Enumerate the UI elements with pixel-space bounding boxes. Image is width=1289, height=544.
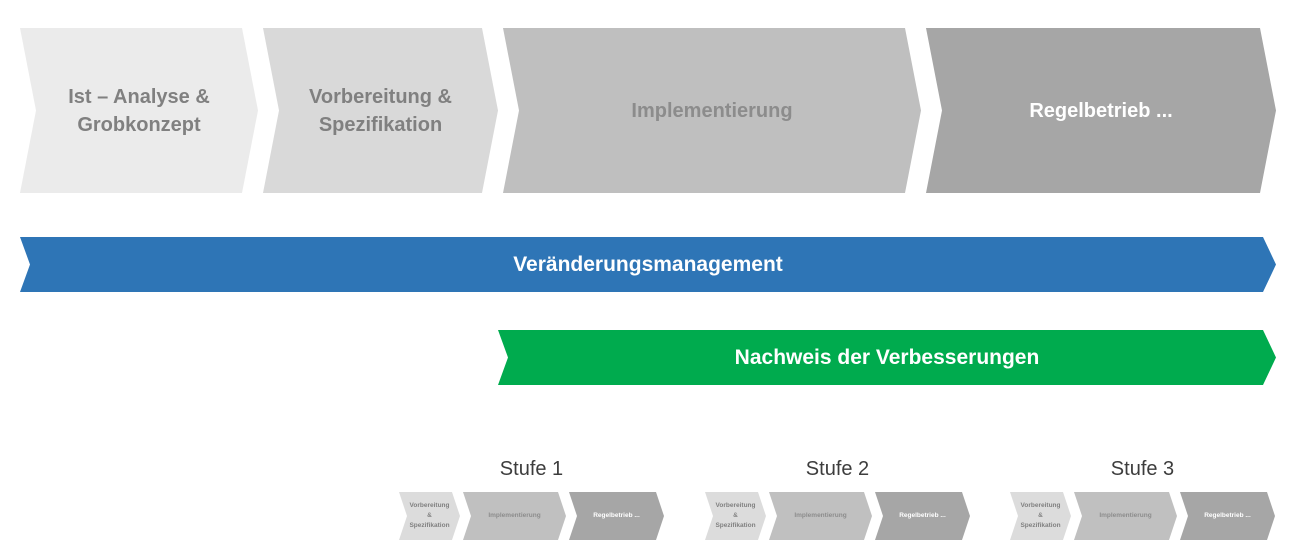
stage-step-vorbereitung: Vorbereitung & Spezifikation bbox=[399, 492, 460, 540]
phase-label: Regelbetrieb ... bbox=[1029, 99, 1173, 122]
banner-veraenderungsmanagement: Veränderungsmanagement bbox=[20, 237, 1276, 292]
stage-step-label: Implementierung bbox=[1099, 512, 1152, 520]
stage-step-label: Regelbetrieb ... bbox=[593, 512, 640, 520]
stage-chevron-row: Vorbereitung & Spezifikation Implementie… bbox=[1010, 492, 1275, 540]
stage-step-implementierung: Implementierung bbox=[463, 492, 566, 540]
stage-step-implementierung: Implementierung bbox=[769, 492, 872, 540]
phase-chevron-regelbetrieb: Regelbetrieb ... bbox=[926, 28, 1276, 193]
stage-title: Stufe 1 bbox=[499, 458, 564, 480]
banner-label: Nachweis der Verbesserungen bbox=[734, 345, 1040, 369]
stage-step-regelbetrieb: Regelbetrieb ... bbox=[875, 492, 970, 540]
stage-chevron-row: Vorbereitung & Spezifikation Implementie… bbox=[705, 492, 970, 540]
stage-title: Stufe 2 bbox=[805, 458, 870, 480]
phase-label: Implementierung bbox=[631, 99, 793, 122]
stage-step-regelbetrieb: Regelbetrieb ... bbox=[569, 492, 664, 540]
stage-step-vorbereitung: Vorbereitung & Spezifikation bbox=[1010, 492, 1071, 540]
stage-step-label: Vorbereitung & Spezifikation bbox=[409, 502, 450, 529]
phase-row: Ist – Analyse & Grobkonzept Vorbereitung… bbox=[20, 28, 1276, 193]
stage-step-label: Implementierung bbox=[794, 512, 847, 520]
phase-label: Ist – Analyse & Grobkonzept bbox=[68, 85, 210, 136]
stage-step-label: Implementierung bbox=[488, 512, 541, 520]
stage-step-vorbereitung: Vorbereitung & Spezifikation bbox=[705, 492, 766, 540]
stage-group-2: Stufe 2 Vorbereitung & Spezifikation Imp… bbox=[705, 456, 970, 540]
stage-step-label: Vorbereitung & Spezifikation bbox=[1020, 502, 1061, 529]
stage-group-3: Stufe 3 Vorbereitung & Spezifikation Imp… bbox=[1010, 456, 1275, 540]
phase-chevron-implementierung: Implementierung bbox=[503, 28, 921, 193]
stage-step-label: Regelbetrieb ... bbox=[899, 512, 946, 520]
phase-chevron-vorbereitung: Vorbereitung & Spezifikation bbox=[263, 28, 498, 193]
stage-step-label: Vorbereitung & Spezifikation bbox=[715, 502, 756, 529]
stage-step-regelbetrieb: Regelbetrieb ... bbox=[1180, 492, 1275, 540]
phase-chevron-ist-analyse: Ist – Analyse & Grobkonzept bbox=[20, 28, 258, 193]
banner-label: Veränderungsmanagement bbox=[513, 252, 783, 276]
stage-chevron-row: Vorbereitung & Spezifikation Implementie… bbox=[399, 492, 664, 540]
stage-step-label: Regelbetrieb ... bbox=[1204, 512, 1251, 520]
phase-label: Vorbereitung & Spezifikation bbox=[309, 85, 452, 136]
stage-group-1: Stufe 1 Vorbereitung & Spezifikation Imp… bbox=[399, 456, 664, 540]
stage-title: Stufe 3 bbox=[1110, 458, 1175, 480]
stage-step-implementierung: Implementierung bbox=[1074, 492, 1177, 540]
banner-nachweis-verbesserungen: Nachweis der Verbesserungen bbox=[498, 330, 1276, 385]
